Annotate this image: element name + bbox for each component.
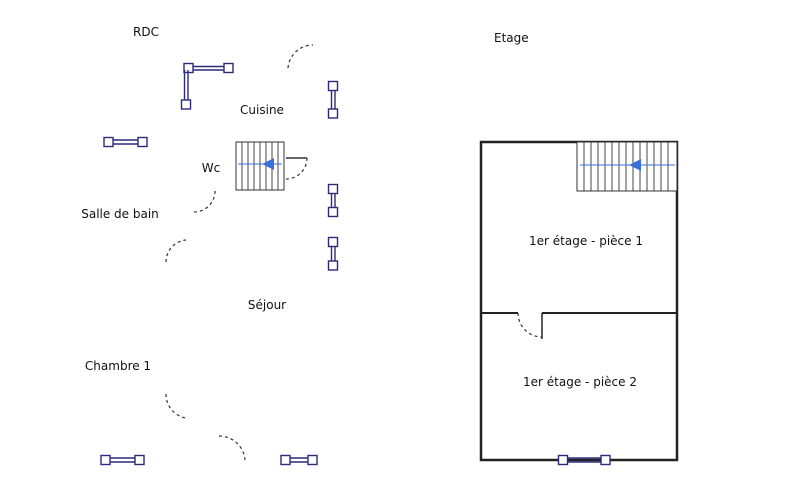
stair-arrow-icon (629, 159, 641, 171)
title-upper-floor: Etage (494, 31, 529, 45)
room-label-etage-piece-1: 1er étage - pièce 1 (529, 234, 643, 248)
door-upper-swing (517, 312, 543, 338)
title-ground-floor: RDC (133, 25, 159, 39)
ground-floor-walls (64, 45, 333, 460)
room-label-cuisine: Cuisine (240, 103, 284, 117)
ground-floor-doors (165, 44, 314, 461)
room-label-sejour: Séjour (248, 298, 286, 312)
door-kitchen-swing (287, 44, 314, 69)
upper-floor-windows (557, 454, 611, 466)
stair-arrow-icon (262, 158, 274, 170)
room-label-wc: Wc (202, 161, 220, 175)
door-bedroom-swing (165, 393, 187, 419)
room-label-salle-de-bain: Salle de bain (81, 207, 159, 221)
ground-floor-staircase (235, 141, 308, 191)
door-wc-swing (193, 189, 216, 213)
ground-floor-windows (100, 62, 318, 466)
room-label-chambre-1: Chambre 1 (85, 359, 151, 373)
room-label-etage-piece-2: 1er étage - pièce 2 (523, 375, 637, 389)
door-bath-swing (165, 239, 187, 263)
upper-floor-staircase (576, 141, 678, 192)
door-entrance-swing (218, 435, 246, 461)
ground-floor-windows-vertical (180, 70, 339, 271)
